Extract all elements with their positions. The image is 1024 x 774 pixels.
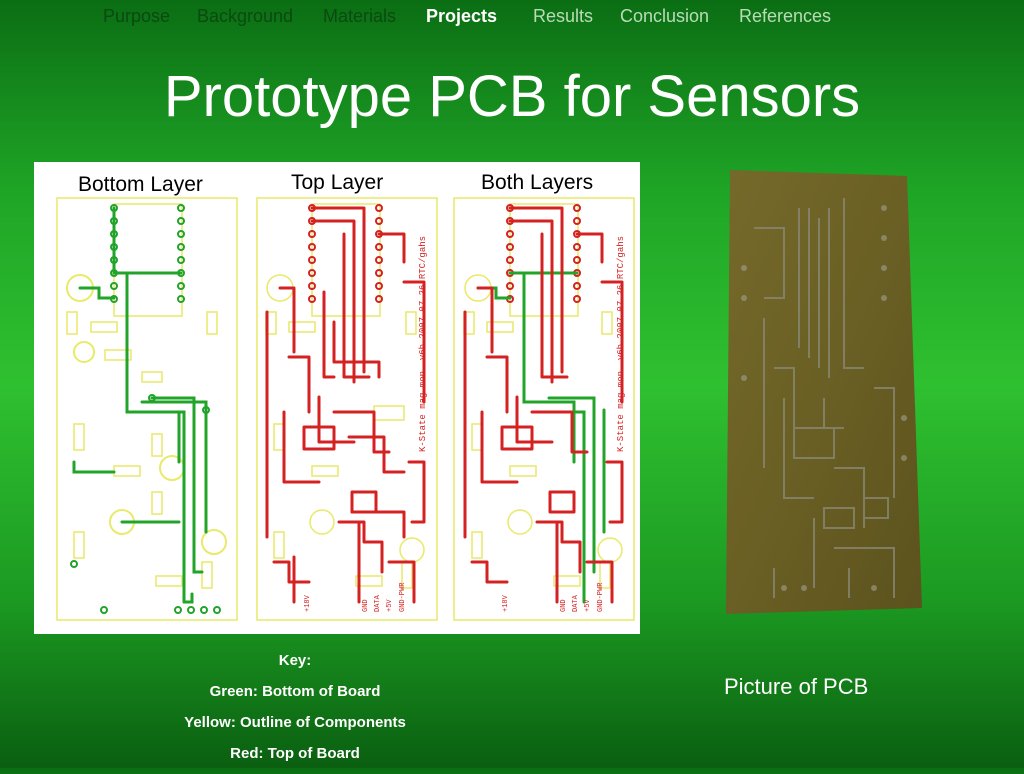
panel-title-top: Top Layer: [291, 171, 383, 194]
panel-bottom-layer: [56, 197, 238, 621]
board-label-top: K-State mag.mon. v6b 2007.07.26 RTC/gahs: [418, 236, 428, 452]
panel-title-both: Both Layers: [481, 171, 593, 194]
svg-text:GND: GND: [362, 599, 370, 612]
nav-item-conclusion[interactable]: Conclusion: [620, 6, 710, 26]
nav-bar: Purpose Background Materials Projects Re…: [0, 6, 1024, 30]
svg-text:+5V: +5V: [386, 599, 394, 612]
key-heading: Key:: [278, 652, 312, 669]
both-layers-pin-labels: +18V GND DATA +5V GND-PWR: [502, 582, 605, 612]
svg-text:+18V: +18V: [502, 594, 510, 612]
key-green: Green: Bottom of Board: [209, 683, 381, 700]
panel-both-layers: +18V GND DATA +5V GND-PWR K-State mag.mo…: [453, 197, 635, 621]
svg-text:+5V: +5V: [584, 599, 592, 612]
panel-title-bottom: Bottom Layer: [78, 173, 203, 196]
svg-text:GND: GND: [560, 599, 568, 612]
nav-item-purpose[interactable]: Purpose: [103, 6, 171, 26]
panel-top-layer: +18V GND DATA +5V GND-PWR K-State mag.mo…: [256, 197, 438, 621]
svg-text:GND-PWR: GND-PWR: [597, 582, 605, 612]
nav-item-references[interactable]: References: [739, 6, 832, 26]
top-layer-pin-labels: +18V GND DATA +5V GND-PWR: [304, 582, 407, 612]
page-title: Prototype PCB for Sensors: [163, 64, 861, 129]
key-red: Red: Top of Board: [230, 745, 360, 762]
nav-item-results[interactable]: Results: [533, 6, 594, 26]
board-label-both: K-State mag.mon. v6b 2007.07.26 RTC/gahs: [616, 236, 626, 452]
nav-item-materials[interactable]: Materials: [323, 6, 397, 26]
svg-text:GND-PWR: GND-PWR: [399, 582, 407, 612]
pcb-layer-diagram: Bottom Layer Top Layer Both Layers: [34, 162, 640, 634]
nav-item-projects[interactable]: Projects: [426, 6, 498, 26]
svg-text:DATA: DATA: [374, 594, 382, 612]
svg-text:DATA: DATA: [572, 594, 580, 612]
nav-item-background[interactable]: Background: [197, 6, 294, 26]
svg-text:+18V: +18V: [304, 594, 312, 612]
pcb-photo: [724, 168, 924, 614]
key-yellow: Yellow: Outline of Components: [184, 714, 406, 731]
photo-caption: Picture of PCB: [724, 674, 869, 699]
color-key: Key: Green: Bottom of Board Yellow: Outl…: [150, 650, 440, 774]
